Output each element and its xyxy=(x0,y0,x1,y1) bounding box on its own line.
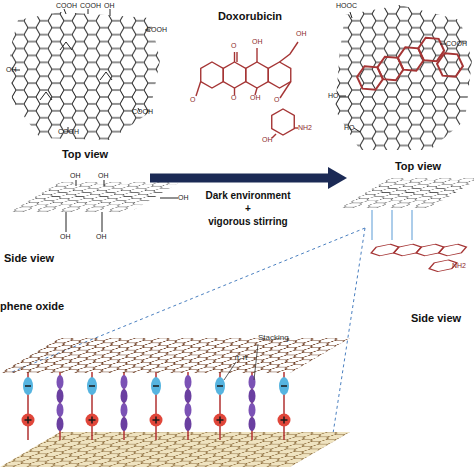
atom-label: NH2 xyxy=(298,124,312,132)
arrow-head xyxy=(328,167,347,189)
atom-label: COOH xyxy=(146,26,167,34)
doxorubicin-structure xyxy=(196,42,298,138)
atom-label: NH2 xyxy=(452,262,466,270)
view-caption: Side view xyxy=(4,252,54,264)
atom-label: OH xyxy=(296,30,307,38)
atom-label: OH xyxy=(252,38,263,46)
interaction-label: π-π xyxy=(234,354,248,363)
atom-label: HO xyxy=(328,92,339,100)
lower-sheet xyxy=(0,432,350,467)
atom-label: COOH xyxy=(446,40,467,48)
functional-bonds xyxy=(340,12,446,132)
atom-label: HOOC xyxy=(336,2,357,10)
graphene-sheet xyxy=(335,5,472,150)
reaction-arrow xyxy=(150,174,330,183)
stacking-links xyxy=(372,210,412,240)
functional-bonds xyxy=(14,9,150,132)
atom-label: OH xyxy=(250,94,261,102)
condition-text: + xyxy=(245,203,251,214)
atom-label: O xyxy=(274,96,279,104)
view-caption: Side view xyxy=(411,312,461,324)
view-caption: Top view xyxy=(62,148,108,160)
interaction-label: Stacking xyxy=(258,334,289,343)
atom-label: OH xyxy=(98,172,109,180)
atom-label: COOH xyxy=(80,2,101,10)
graphene-side-sheet xyxy=(340,178,474,208)
atom-label: OH xyxy=(70,172,81,180)
stacking-columns xyxy=(22,372,291,440)
graphene-side-sheet xyxy=(10,182,180,212)
atom-label: COOH xyxy=(132,108,153,116)
side-bonds xyxy=(66,180,178,232)
atom-label: OH xyxy=(96,233,107,241)
condition-text: Dark environment xyxy=(205,190,290,201)
atom-label: COOH xyxy=(58,128,79,136)
compound-name: Doxorubicin xyxy=(218,10,282,22)
drug-side-view xyxy=(355,244,474,271)
atom-label: OH xyxy=(178,194,189,202)
atom-label: O xyxy=(231,94,236,102)
atom-label: HO xyxy=(344,124,355,132)
atom-label: OH xyxy=(104,2,115,10)
atom-label: COOH xyxy=(56,2,77,10)
material-name: phene oxide xyxy=(0,300,64,312)
zoom-lines xyxy=(12,228,365,440)
view-caption: Top view xyxy=(395,160,441,172)
upper-sheet xyxy=(0,338,350,373)
atom-label: O xyxy=(190,96,195,104)
condition-text: vigorous stirring xyxy=(208,216,287,227)
atom-label: OH xyxy=(60,233,71,241)
atom-label: OH xyxy=(6,66,17,74)
graphene-sheet xyxy=(10,12,160,140)
atom-label: O xyxy=(231,42,236,50)
atom-label: OH xyxy=(262,136,273,144)
interaction-leaders xyxy=(224,344,258,380)
